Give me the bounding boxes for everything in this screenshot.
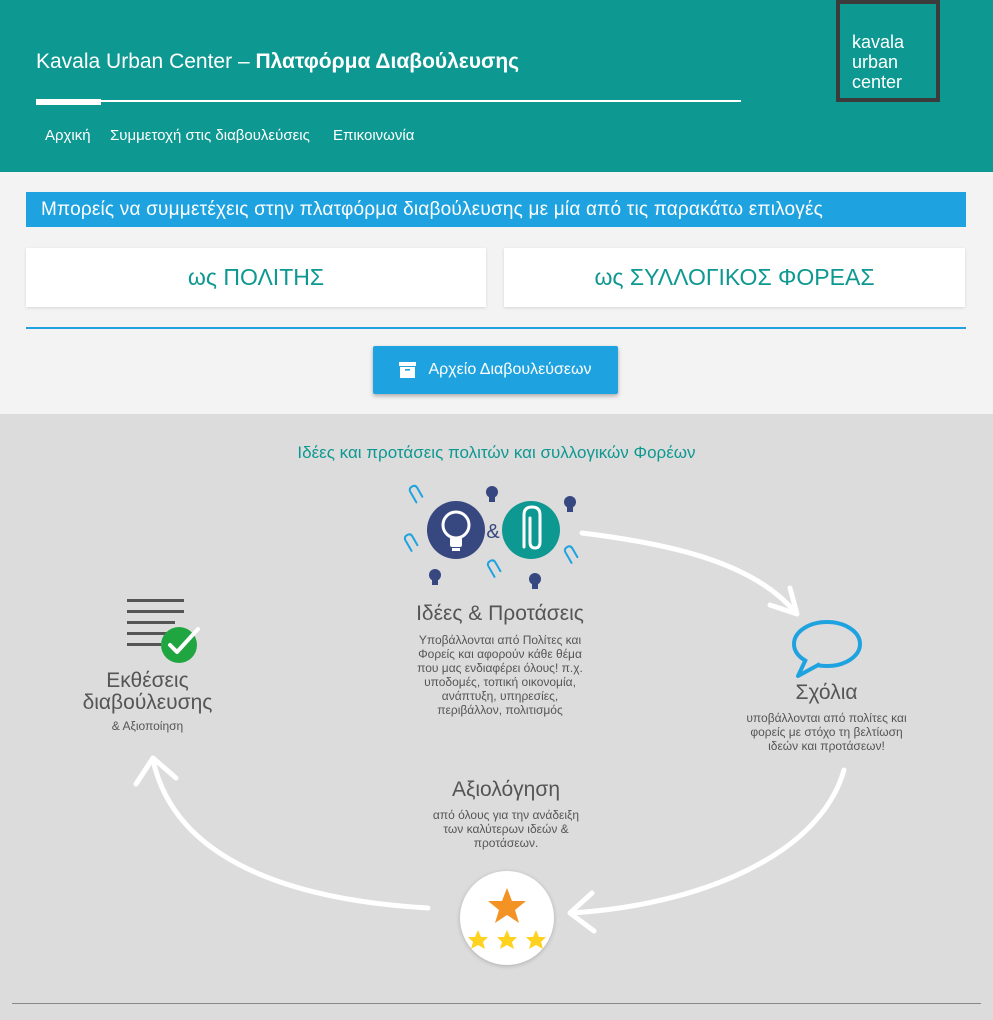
orange-star-icon	[488, 888, 526, 923]
ampersand-symbol: &	[486, 521, 500, 543]
ideas-description: Υποβάλλονται από Πολίτες και Φορείς και …	[417, 633, 583, 717]
small-paperclip-icon	[403, 484, 579, 578]
nav-item-home[interactable]: Αρχική	[45, 127, 91, 144]
site-title-platform: Πλατφόρμα Διαβούλευσης	[255, 50, 520, 73]
logo-text-urban: urban	[852, 52, 899, 72]
nav-item-contact[interactable]: Επικοινωνία	[333, 127, 415, 144]
footer-divider	[12, 1003, 981, 1004]
citizen-option-button[interactable]: ως ΠΟΛΙΤΗΣ	[26, 248, 486, 307]
lightbulb-icon	[427, 501, 485, 559]
reports-subtitle: & Αξιοποίηση	[111, 719, 184, 733]
collective-body-option-button[interactable]: ως ΣΥΛΛΟΓΙΚΟΣ ΦΟΡΕΑΣ	[504, 248, 965, 307]
archive-button[interactable]: Αρχείο Διαβουλεύσεων	[373, 346, 618, 394]
paperclip-icon	[502, 501, 560, 559]
yellow-star-icon	[468, 930, 488, 949]
comments-description: υποβάλλονται από πολίτες και φορείς με σ…	[746, 711, 907, 753]
participation-section: Μπορείς να συμμετέχεις στην πλατφόρμα δι…	[0, 172, 993, 414]
arrow-evaluation-to-reports	[150, 757, 431, 911]
section-divider	[26, 327, 966, 329]
site-title[interactable]: Kavala Urban Center – Πλατφόρμα Διαβούλε…	[36, 50, 519, 74]
site-header: Kavala Urban Center – Πλατφόρμα Διαβούλε…	[0, 0, 993, 172]
yellow-star-icon	[497, 930, 517, 949]
rating-stars-icon	[460, 871, 554, 965]
report-document-icon	[127, 599, 200, 663]
ideas-icon-cluster: &	[403, 484, 579, 589]
comments-title: Σχόλια	[795, 681, 858, 704]
speech-bubble-icon	[792, 620, 862, 678]
diagram-title: Ιδέες και προτάσεις πολιτών και συλλογικ…	[297, 443, 696, 462]
archive-button-label: Αρχείο Διαβουλεύσεων	[428, 361, 592, 378]
title-underline-accent	[36, 99, 101, 105]
small-bulb-icon	[429, 486, 576, 589]
nav-item-participation[interactable]: Συμμετοχή στις διαβουλεύσεις	[110, 127, 310, 144]
green-check-icon	[161, 627, 200, 663]
kavala-urban-center-logo[interactable]: kavala urban center	[836, 0, 940, 102]
evaluation-description: από όλους για την ανάδειξη των καλύτερων…	[432, 808, 580, 850]
title-underline	[36, 100, 741, 102]
ideas-title: Ιδέες & Προτάσεις	[416, 602, 584, 625]
logo-text-center: center	[852, 72, 903, 92]
reports-title: Εκθέσεις διαβούλευσης	[82, 669, 213, 714]
archive-box-icon	[399, 362, 417, 378]
evaluation-title: Αξιολόγηση	[451, 778, 561, 801]
arrow-ideas-to-comments	[579, 530, 798, 615]
logo-text-kavala: kavala	[852, 32, 905, 52]
arrow-comments-to-evaluation	[569, 767, 847, 916]
yellow-star-icon	[526, 930, 546, 949]
site-title-name: Kavala Urban Center –	[36, 50, 256, 73]
participation-banner: Μπορείς να συμμετέχεις στην πλατφόρμα δι…	[26, 192, 966, 227]
